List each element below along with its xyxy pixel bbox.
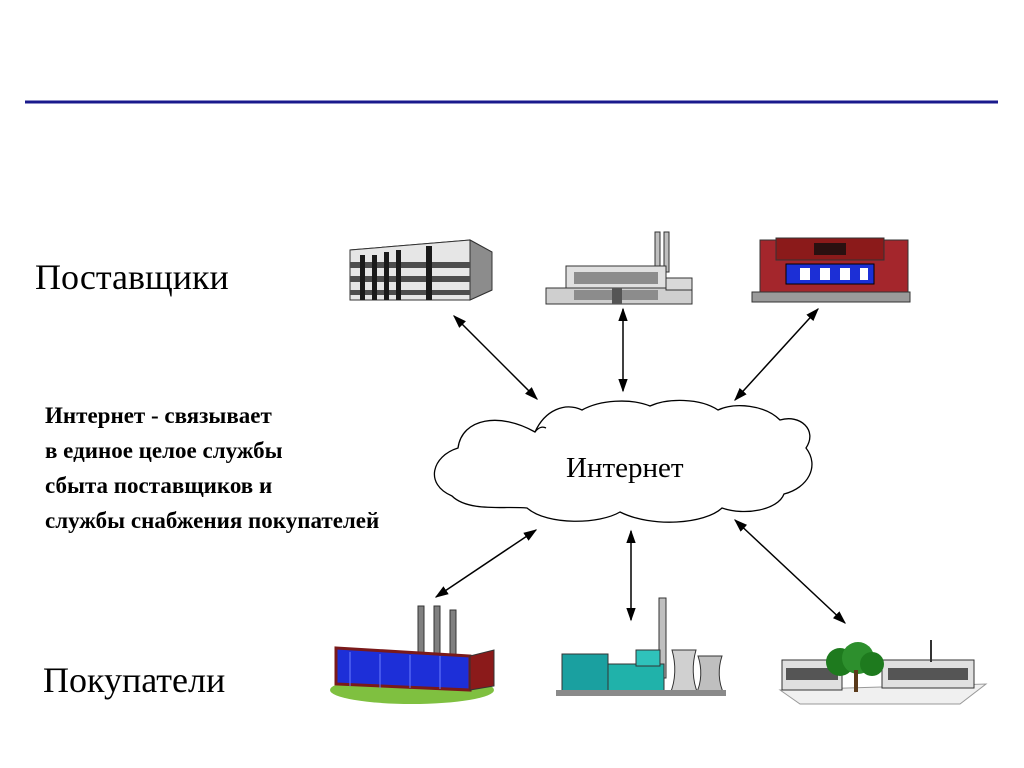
- description-line-3: сбыта поставщиков и: [45, 473, 273, 498]
- supplier-store-3-icon: [751, 237, 911, 303]
- buyer-factory-1-icon: [330, 605, 495, 704]
- cloud-label: Интернет: [566, 452, 684, 484]
- internet-cloud: [433, 399, 813, 523]
- description-text: Интернет - связывает в единое целое служ…: [45, 398, 379, 538]
- arrow-buyer-3: [734, 519, 846, 624]
- arrow-buyer-1: [434, 529, 538, 598]
- arrow-supplier-1: [453, 315, 538, 400]
- buyers-label: Покупатели: [43, 660, 226, 700]
- arrow-supplier-3: [734, 308, 819, 401]
- description-line-2: в единое целое службы: [45, 438, 283, 463]
- suppliers-label: Поставщики: [35, 257, 229, 297]
- description-line-1: Интернет - связывает: [45, 403, 272, 428]
- description-line-4: службы снабжения покупателей: [45, 508, 380, 533]
- buyer-campus-3-icon: [778, 640, 988, 705]
- supplier-building-1-icon: [349, 239, 493, 301]
- supplier-factory-2-icon: [545, 231, 693, 305]
- buyer-powerplant-2-icon: [556, 597, 726, 696]
